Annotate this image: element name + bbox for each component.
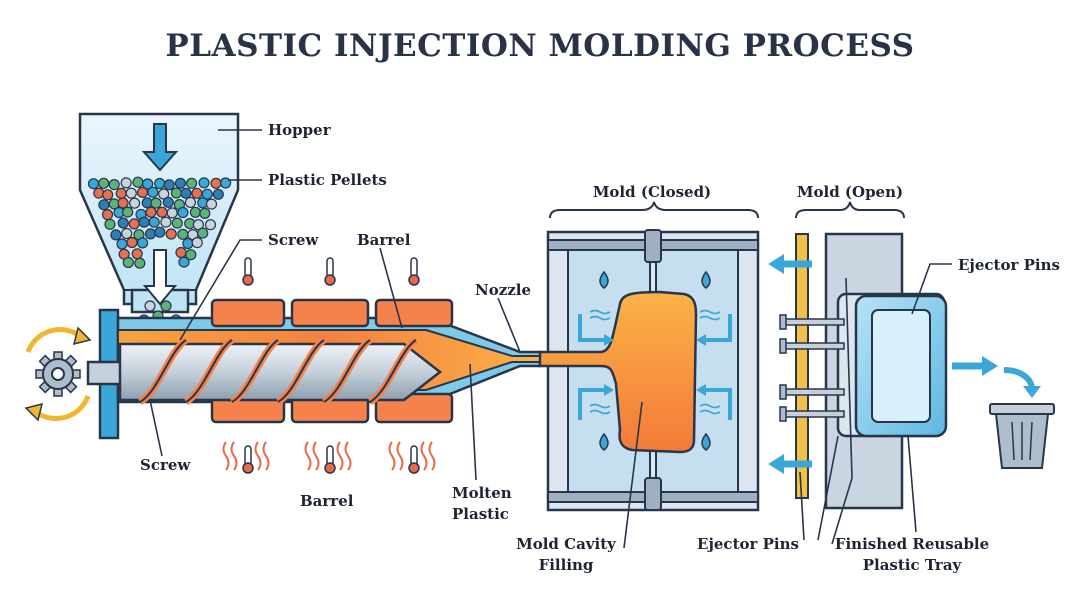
label-mold-cavity-2: Filling — [539, 556, 594, 574]
mold-closed-brace — [549, 201, 759, 219]
label-ejector-pins-bottom: Ejector Pins — [697, 535, 799, 553]
label-barrel-bottom: Barrel — [300, 492, 354, 510]
label-finished-tray-1: Finished Reusable — [835, 535, 989, 553]
label-screw-bottom: Screw — [140, 456, 191, 474]
heat-wave-icon — [222, 441, 436, 471]
label-finished-tray-2: Plastic Tray — [863, 556, 963, 574]
label-ejector-pins-top: Ejector Pins — [958, 256, 1060, 274]
label-screw-top: Screw — [268, 231, 319, 249]
eject-arrow-icon — [768, 254, 1041, 474]
mold-open-brace — [795, 201, 905, 219]
label-mold-open: Mold (Open) — [797, 183, 903, 201]
leader-lines — [149, 129, 952, 549]
gear-icon — [35, 351, 81, 397]
label-nozzle: Nozzle — [475, 281, 531, 299]
label-mold-closed: Mold (Closed) — [593, 183, 711, 201]
label-plastic-pellets: Plastic Pellets — [268, 171, 387, 189]
rotation-arrows-icon — [25, 327, 91, 421]
screw — [86, 337, 443, 406]
ejector-pins — [779, 314, 845, 422]
label-barrel-top: Barrel — [357, 231, 411, 249]
labels: Hopper Plastic Pellets Screw Barrel Nozz… — [140, 121, 1060, 574]
mold-open — [795, 232, 948, 510]
label-mold-cavity-1: Mold Cavity — [516, 535, 617, 553]
label-molten-plastic-2: Plastic — [452, 505, 509, 523]
thermometer-icon — [242, 257, 420, 474]
label-hopper: Hopper — [268, 121, 332, 139]
diagram-title: PLASTIC INJECTION MOLDING PROCESS — [165, 28, 915, 64]
mold-closed — [538, 229, 760, 512]
down-arrow-icon — [142, 249, 178, 306]
label-molten-plastic-1: Molten — [452, 484, 512, 502]
down-arrow-icon — [141, 123, 179, 172]
trash-bin-icon — [989, 403, 1055, 469]
